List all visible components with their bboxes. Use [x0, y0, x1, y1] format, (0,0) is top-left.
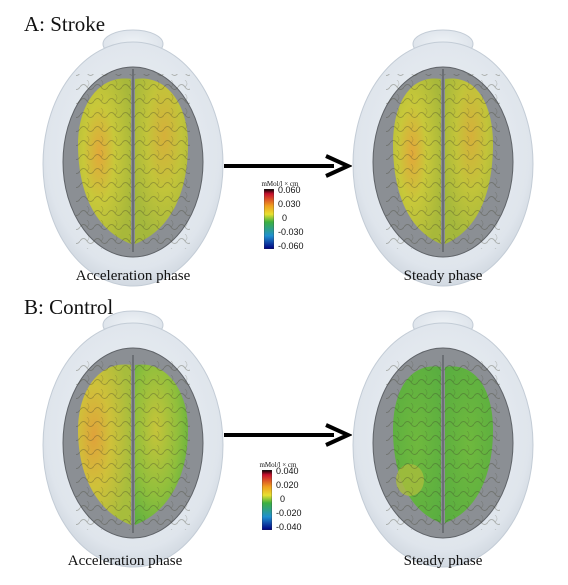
panel-b-acceleration-brain-image	[42, 310, 224, 568]
panel-b-colorbar-tick-4: -0.020	[276, 508, 302, 518]
panel-a-colorbar-tick-2: 0.030	[278, 199, 301, 209]
panel-a-transition-arrow	[224, 154, 352, 178]
panel-a-steady-brain-image	[352, 29, 534, 287]
panel-a-right-caption: Steady phase	[403, 268, 483, 284]
panel-b-colorbar-tick-3: 0	[280, 494, 286, 504]
panel-b-transition-arrow	[224, 423, 352, 447]
panel-a-colorbar-tick-1: 0.060	[278, 185, 301, 195]
panel-b-colorbar-tick-5: -0.040	[276, 522, 302, 532]
panel-b-title: B: Control	[24, 295, 114, 319]
panel-b-right-caption: Steady phase	[403, 553, 483, 569]
panel-a-title: A: Stroke	[24, 12, 106, 36]
panel-a-acceleration-brain-image	[42, 29, 224, 287]
panel-b-colorbar-unit: mMol/l × cm	[259, 461, 297, 469]
panel-a-colorbar-unit: mMol/l × cm	[261, 180, 299, 188]
panel-b-steady-brain-image	[352, 310, 534, 568]
panel-a-colorbar	[264, 189, 274, 249]
panel-b-left-caption: Acceleration phase	[67, 553, 183, 569]
panel-b-colorbar-tick-1: 0.040	[276, 466, 299, 476]
panel-a-colorbar-tick-4: -0.030	[278, 227, 304, 237]
panel-a-colorbar-tick-3: 0	[282, 213, 288, 223]
panel-a-left-caption: Acceleration phase	[75, 268, 191, 284]
panel-b-colorbar	[262, 470, 272, 530]
panel-b-colorbar-tick-2: 0.020	[276, 480, 299, 490]
panel-a-colorbar-tick-5: -0.060	[278, 241, 304, 251]
